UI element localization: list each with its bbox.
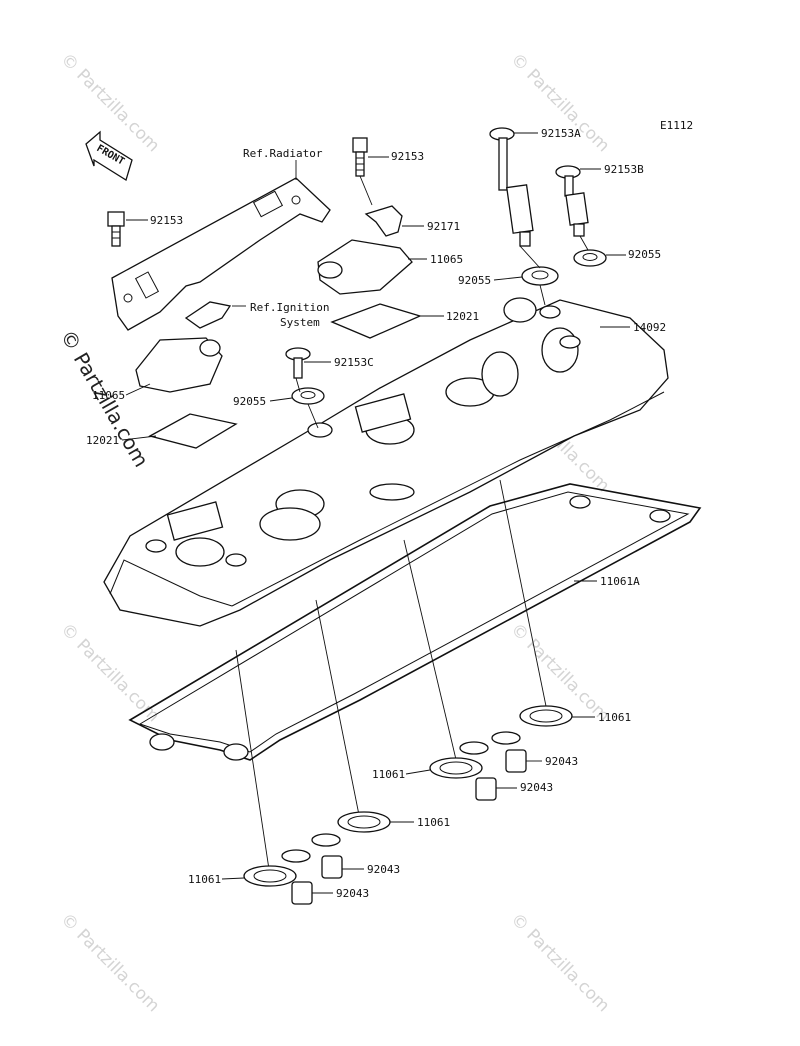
callout-92043-1: 92043	[545, 755, 578, 768]
callout-11065-right: 11065	[430, 253, 463, 266]
callout-92153-top: 92153	[391, 150, 424, 163]
callout-92055-right-1: 92055	[458, 274, 491, 287]
head-cover-14092	[103, 297, 669, 627]
ref-ignition-line1: Ref.Ignition	[250, 301, 329, 314]
callout-11061-3: 11061	[417, 816, 450, 829]
callout-11061-2: 11061	[372, 768, 405, 781]
plug-gasket-set-4	[243, 849, 313, 905]
radiator-bracket	[111, 177, 331, 331]
watermark: © Partzilla.com	[56, 909, 163, 1016]
front-arrow: FRONT	[85, 130, 133, 182]
callout-11065-left: 11065	[92, 389, 125, 402]
callout-14092: 14092	[633, 321, 666, 334]
washer-92055-right-2	[573, 249, 607, 267]
bracket-92171	[364, 205, 403, 237]
plug-gasket-set-3	[311, 811, 391, 879]
callout-92153A: 92153A	[541, 127, 581, 140]
callout-92153C: 92153C	[334, 356, 374, 369]
diagram-code: E1112	[660, 119, 693, 132]
bolt-92153B	[555, 165, 589, 237]
callout-92043-4: 92043	[336, 887, 369, 900]
callout-92043-3: 92043	[367, 863, 400, 876]
breather-11065-right	[317, 239, 413, 295]
callout-92055-left: 92055	[233, 395, 266, 408]
plug-gasket-set-1	[491, 705, 573, 773]
bolt-92153A	[489, 127, 534, 247]
ref-ignition-line2: System	[280, 316, 320, 329]
watermark: © Partzilla.com	[56, 49, 163, 156]
watermark: © Partzilla.com	[506, 909, 613, 1016]
callout-11061A: 11061A	[600, 575, 640, 588]
callout-92043-2: 92043	[520, 781, 553, 794]
ref-radiator: Ref.Radiator	[243, 147, 323, 160]
callout-11061-4: 11061	[188, 873, 221, 886]
watermark: © Partzilla.com	[506, 49, 613, 156]
bolt-92153-left	[107, 211, 125, 247]
callout-11061-1: 11061	[598, 711, 631, 724]
washer-92055-right-1	[521, 266, 559, 286]
callout-92153-left: 92153	[150, 214, 183, 227]
callout-92055-right-2: 92055	[628, 248, 661, 261]
gasket-11061A	[128, 483, 702, 761]
callout-92171: 92171	[427, 220, 460, 233]
washer-92055-left	[291, 387, 325, 405]
callout-12021-left: 12021	[86, 434, 119, 447]
plug-gasket-set-2	[429, 741, 497, 801]
callout-92153B: 92153B	[604, 163, 644, 176]
breather-11065-left	[135, 337, 223, 393]
reed-12021-right	[330, 303, 422, 339]
callout-12021-right: 12021	[446, 310, 479, 323]
bolt-92153C	[285, 347, 311, 379]
bolt-92153-top	[352, 137, 368, 177]
reed-12021-left	[148, 413, 238, 449]
